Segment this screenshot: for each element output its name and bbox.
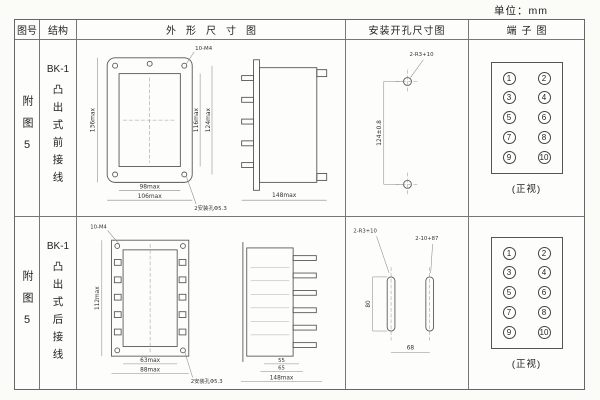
terminal-left-column: 1 3 5 7 9 [502,246,516,339]
terminal-right-column: 2 4 6 8 10 [537,246,551,339]
terminal-2: 2 [537,246,551,260]
header-structure: 结构 [40,20,77,40]
mount-dim-lines [383,59,424,185]
mounting-drawing-row1: 2-R3+10 124±0.8 [346,40,469,217]
dim-slot-spacing: 68 [407,345,415,351]
terminal-5: 5 [502,286,516,299]
dim-mount-holes: 2安装孔Φ5.3 [194,204,227,212]
terminal-3: 3 [502,266,516,280]
dimension-lines [97,51,213,205]
terminal-3: 3 [502,91,516,105]
dim-mount-holes: 2安装孔Φ5.3 [191,377,223,385]
terminal-4: 4 [537,91,551,105]
slot-centerlines [390,267,430,341]
centerlines [123,77,177,163]
terminal-10: 10 [537,325,551,339]
dimension-table: 图号 结构 外形尺寸图 安装开孔尺寸图 端子图 附图5 BK-1 凸出式前接线 [14,19,585,390]
front-view [111,239,190,357]
dim-slot-label: 2-R3+10 [353,228,377,234]
side-view [242,242,317,362]
terminal-caption: (正视) [511,183,542,195]
header-fig-no: 图号 [15,20,40,40]
terminal-9: 9 [502,325,516,339]
terminal-7: 7 [502,305,516,319]
model-label: BK-1 [46,64,70,75]
terminal-left-column: 1 3 5 7 9 [502,71,516,164]
outline-front-wiring-svg: 136max 116max 124max 10-M4 98max 106max … [89,46,328,212]
hole-centerlines [395,69,420,197]
fig-no-row1: 附图5 [15,40,40,217]
dim-pin-depth: 65 [278,366,285,372]
fig-no-row2: 附图5 [15,217,40,389]
outline-drawing-row1: 136max 116max 124max 10-M4 98max 106max … [77,40,346,217]
dim-side-width: 148max [270,375,294,381]
terminal-right-column: 2 4 6 8 10 [537,71,551,164]
terminal-6: 6 [537,111,551,124]
terminal-cell-row1: 1 3 5 7 9 2 4 6 8 10 (正视) [469,40,584,217]
fig-no-text: 附图5 [21,94,33,162]
outline-drawing-row2: 10-M4 112max 63max 88max 2安装孔Φ5.3 [77,217,346,389]
terminal-2: 2 [537,71,551,85]
dim-pin-length: 55 [278,358,285,364]
terminal-diagram: 1 3 5 7 9 2 4 6 8 10 [490,236,563,349]
structure-desc: 凸出式前接线 [51,84,64,189]
dim-inner-width: 98max [139,183,160,190]
dim-slot2-label: 2-10+87 [415,236,438,242]
dim-thread: 10-M4 [90,225,107,231]
terminal-caption: (正视) [511,358,542,370]
coil-lines [250,267,290,336]
structure-row2: BK-1 凸出式后接线 [40,217,77,389]
terminal-8: 8 [537,305,551,319]
mount-slots [386,276,435,332]
unit-label: 单位：mm [494,5,548,17]
terminal-diagram: 1 3 5 7 9 2 4 6 8 10 [490,61,563,174]
dimension-lines [101,230,193,378]
side-view [241,59,328,191]
dim-thread: 10-M4 [195,46,213,52]
terminal-7: 7 [502,130,516,144]
outline-rear-wiring-svg: 10-M4 112max 63max 88max 2安装孔Φ5.3 [90,225,323,385]
header-mounting-dims: 安装开孔尺寸图 [346,20,469,40]
dim-side-width: 148max [272,192,297,199]
dim-slot-height: 80 [366,300,372,308]
header-terminal-diagram: 端子图 [469,20,584,40]
dim-left-height: 136max [89,107,96,132]
dim-inner-width: 63max [140,358,161,364]
terminal-1: 1 [502,246,516,260]
side-dim-lines [240,363,323,382]
terminal-5: 5 [502,111,516,124]
structure-row1: BK-1 凸出式前接线 [40,40,77,217]
mounting-holes-svg: 2-R3+10 124±0.8 [376,52,434,197]
fig-no-text: 附图5 [21,269,33,337]
structure-desc: 凸出式后接线 [51,261,64,366]
mounting-slots-svg: 2-R3+10 2-10+87 80 68 [353,228,438,353]
dim-left-height: 112max [95,286,101,310]
terminal-1: 1 [502,71,516,85]
header-outline-dims: 外形尺寸图 [77,20,346,40]
front-view [106,57,193,183]
mount-holes [403,77,412,189]
terminal-8: 8 [537,130,551,144]
model-label: BK-1 [46,241,70,252]
dim-hole-spacing: 124±0.8 [376,120,383,146]
terminal-9: 9 [502,150,516,164]
terminal-6: 6 [537,286,551,299]
terminal-4: 4 [537,266,551,280]
mounting-drawing-row2: 2-R3+10 2-10+87 80 68 [346,217,469,389]
dim-inner-height: 116max [193,107,200,132]
dim-right-height: 124max [205,107,212,132]
dim-outer-width: 106max [138,193,163,200]
dim-hole-label: 2-R3+10 [409,52,434,58]
terminal-10: 10 [537,150,551,164]
slot-dim-lines [372,236,433,353]
terminal-cell-row2: 1 3 5 7 9 2 4 6 8 10 (正视) [469,217,584,389]
dim-outer-width: 88max [140,368,161,374]
